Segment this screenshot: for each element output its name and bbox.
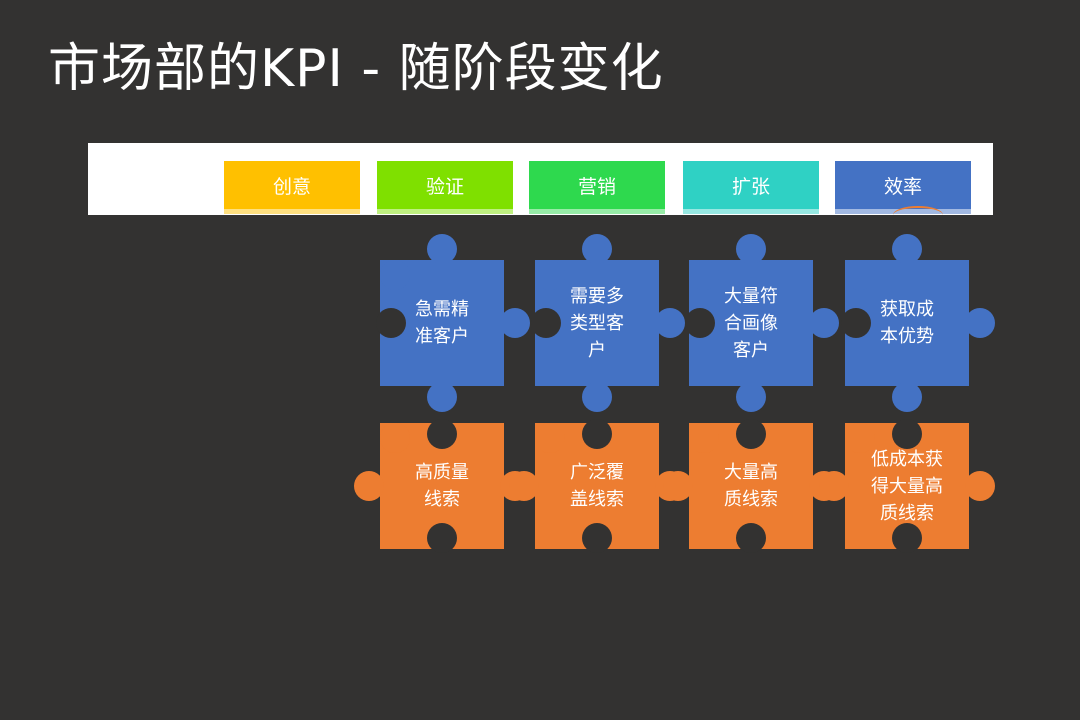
puzzle-tab xyxy=(892,234,922,264)
puzzle-tab xyxy=(582,234,612,264)
puzzle-slot xyxy=(736,523,766,553)
piece-text: 急需精 准客户 xyxy=(415,299,469,347)
stage-label: 验证 xyxy=(425,175,464,198)
stage-label: 创意 xyxy=(272,175,311,198)
puzzle-tab xyxy=(427,234,457,264)
stage-validation: 验证 xyxy=(377,161,513,214)
puzzle-tab xyxy=(663,471,693,501)
puzzle-slot xyxy=(892,523,922,553)
puzzle-slot xyxy=(531,308,561,338)
puzzle-slot xyxy=(427,419,457,449)
puzzle-piece-orange: 高质量 线索 xyxy=(354,419,530,553)
puzzle-tab xyxy=(509,471,539,501)
puzzle-tab xyxy=(809,308,839,338)
puzzle-slot xyxy=(736,419,766,449)
stage-efficiency: 效率 xyxy=(835,161,971,214)
stage-expansion: 扩张 xyxy=(683,161,819,214)
puzzle-tab xyxy=(736,382,766,412)
piece-text: 获取成 本优势 xyxy=(880,299,934,347)
puzzle-slot xyxy=(841,308,871,338)
puzzle-piece-orange: 低成本获 得大量高 质线索 xyxy=(819,419,995,553)
stage-marketing: 营销 xyxy=(529,161,665,214)
puzzle-slot xyxy=(685,308,715,338)
puzzle-tab xyxy=(892,382,922,412)
stage-creative: 创意 xyxy=(224,161,360,214)
puzzle-tab xyxy=(736,234,766,264)
puzzle-tab xyxy=(354,471,384,501)
puzzle-tab xyxy=(819,471,849,501)
puzzle-slot xyxy=(376,308,406,338)
piece-text: 高质量 线索 xyxy=(415,462,469,510)
puzzle-tab xyxy=(427,382,457,412)
puzzle-slot xyxy=(582,523,612,553)
piece-text: 低成本获 得大量高 质线索 xyxy=(871,448,943,524)
puzzle-tab xyxy=(500,308,530,338)
page-title: 市场部的KPI - 随阶段变化 xyxy=(48,39,664,99)
puzzle-slot xyxy=(892,419,922,449)
piece-text: 广泛覆 盖线索 xyxy=(570,462,624,510)
piece-text: 大量高 质线索 xyxy=(724,462,778,510)
puzzle-piece-blue: 急需精 准客户 xyxy=(376,234,530,412)
puzzle-piece-blue: 获取成 本优势 xyxy=(841,234,995,412)
stage-panel: 创意 验证 营销 扩张 效率 xyxy=(88,143,993,215)
puzzle-tab xyxy=(582,382,612,412)
stage-label: 扩张 xyxy=(731,175,770,198)
piece-text: 需要多 类型客 户 xyxy=(570,285,624,361)
puzzle-tab xyxy=(965,308,995,338)
accent-arc xyxy=(893,206,943,224)
piece-text: 大量符 合画像 客户 xyxy=(724,285,778,361)
stage-label: 效率 xyxy=(883,175,922,198)
puzzle-tab xyxy=(655,308,685,338)
puzzle-piece-orange: 大量高 质线索 xyxy=(663,419,839,553)
puzzle-slot xyxy=(582,419,612,449)
puzzle-tab xyxy=(965,471,995,501)
puzzle-piece-blue: 需要多 类型客 户 xyxy=(531,234,685,412)
stage-label: 营销 xyxy=(577,175,616,198)
puzzle-piece-orange: 广泛覆 盖线索 xyxy=(509,419,685,553)
puzzle-piece-blue: 大量符 合画像 客户 xyxy=(685,234,839,412)
puzzle-slot xyxy=(427,523,457,553)
